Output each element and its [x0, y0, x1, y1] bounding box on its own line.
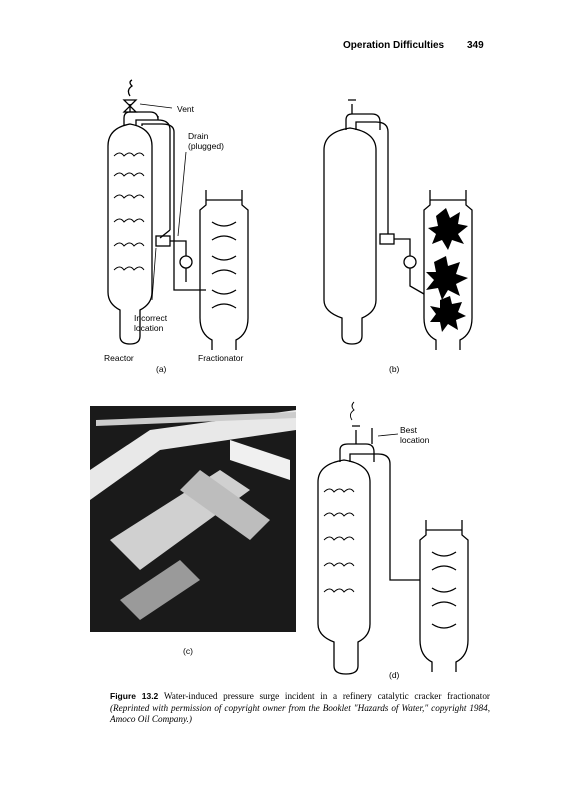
best-location-label: Best location [400, 425, 430, 445]
caption-text: Water-induced pressure surge incident in… [163, 691, 490, 701]
panel-a-label: (a) [156, 364, 167, 374]
panel-d-label: (d) [389, 670, 400, 680]
figure-caption: Figure 13.2 Water-induced pressure surge… [110, 691, 490, 726]
fractionator-label: Fractionator [198, 353, 244, 363]
page-number: 349 [467, 40, 484, 51]
reactor-label: Reactor [104, 353, 134, 363]
running-header-title: Operation Difficulties [343, 40, 445, 51]
panel-b-label: (b) [389, 364, 400, 374]
incorrect-location-label: Incorrect location [134, 313, 168, 333]
reactor-vessel-d [317, 459, 371, 675]
reactor-vessel-b [323, 127, 377, 345]
figure-number: Figure 13.2 [110, 691, 159, 701]
caption-credit: (Reprinted with permission of copyright … [110, 702, 490, 725]
reactor-vessel [107, 123, 153, 345]
vent-label: Vent [177, 104, 195, 114]
fractionator-column [199, 190, 249, 350]
panel-c-label: (c) [183, 646, 193, 656]
drain-label: Drain (plugged) [188, 131, 224, 151]
